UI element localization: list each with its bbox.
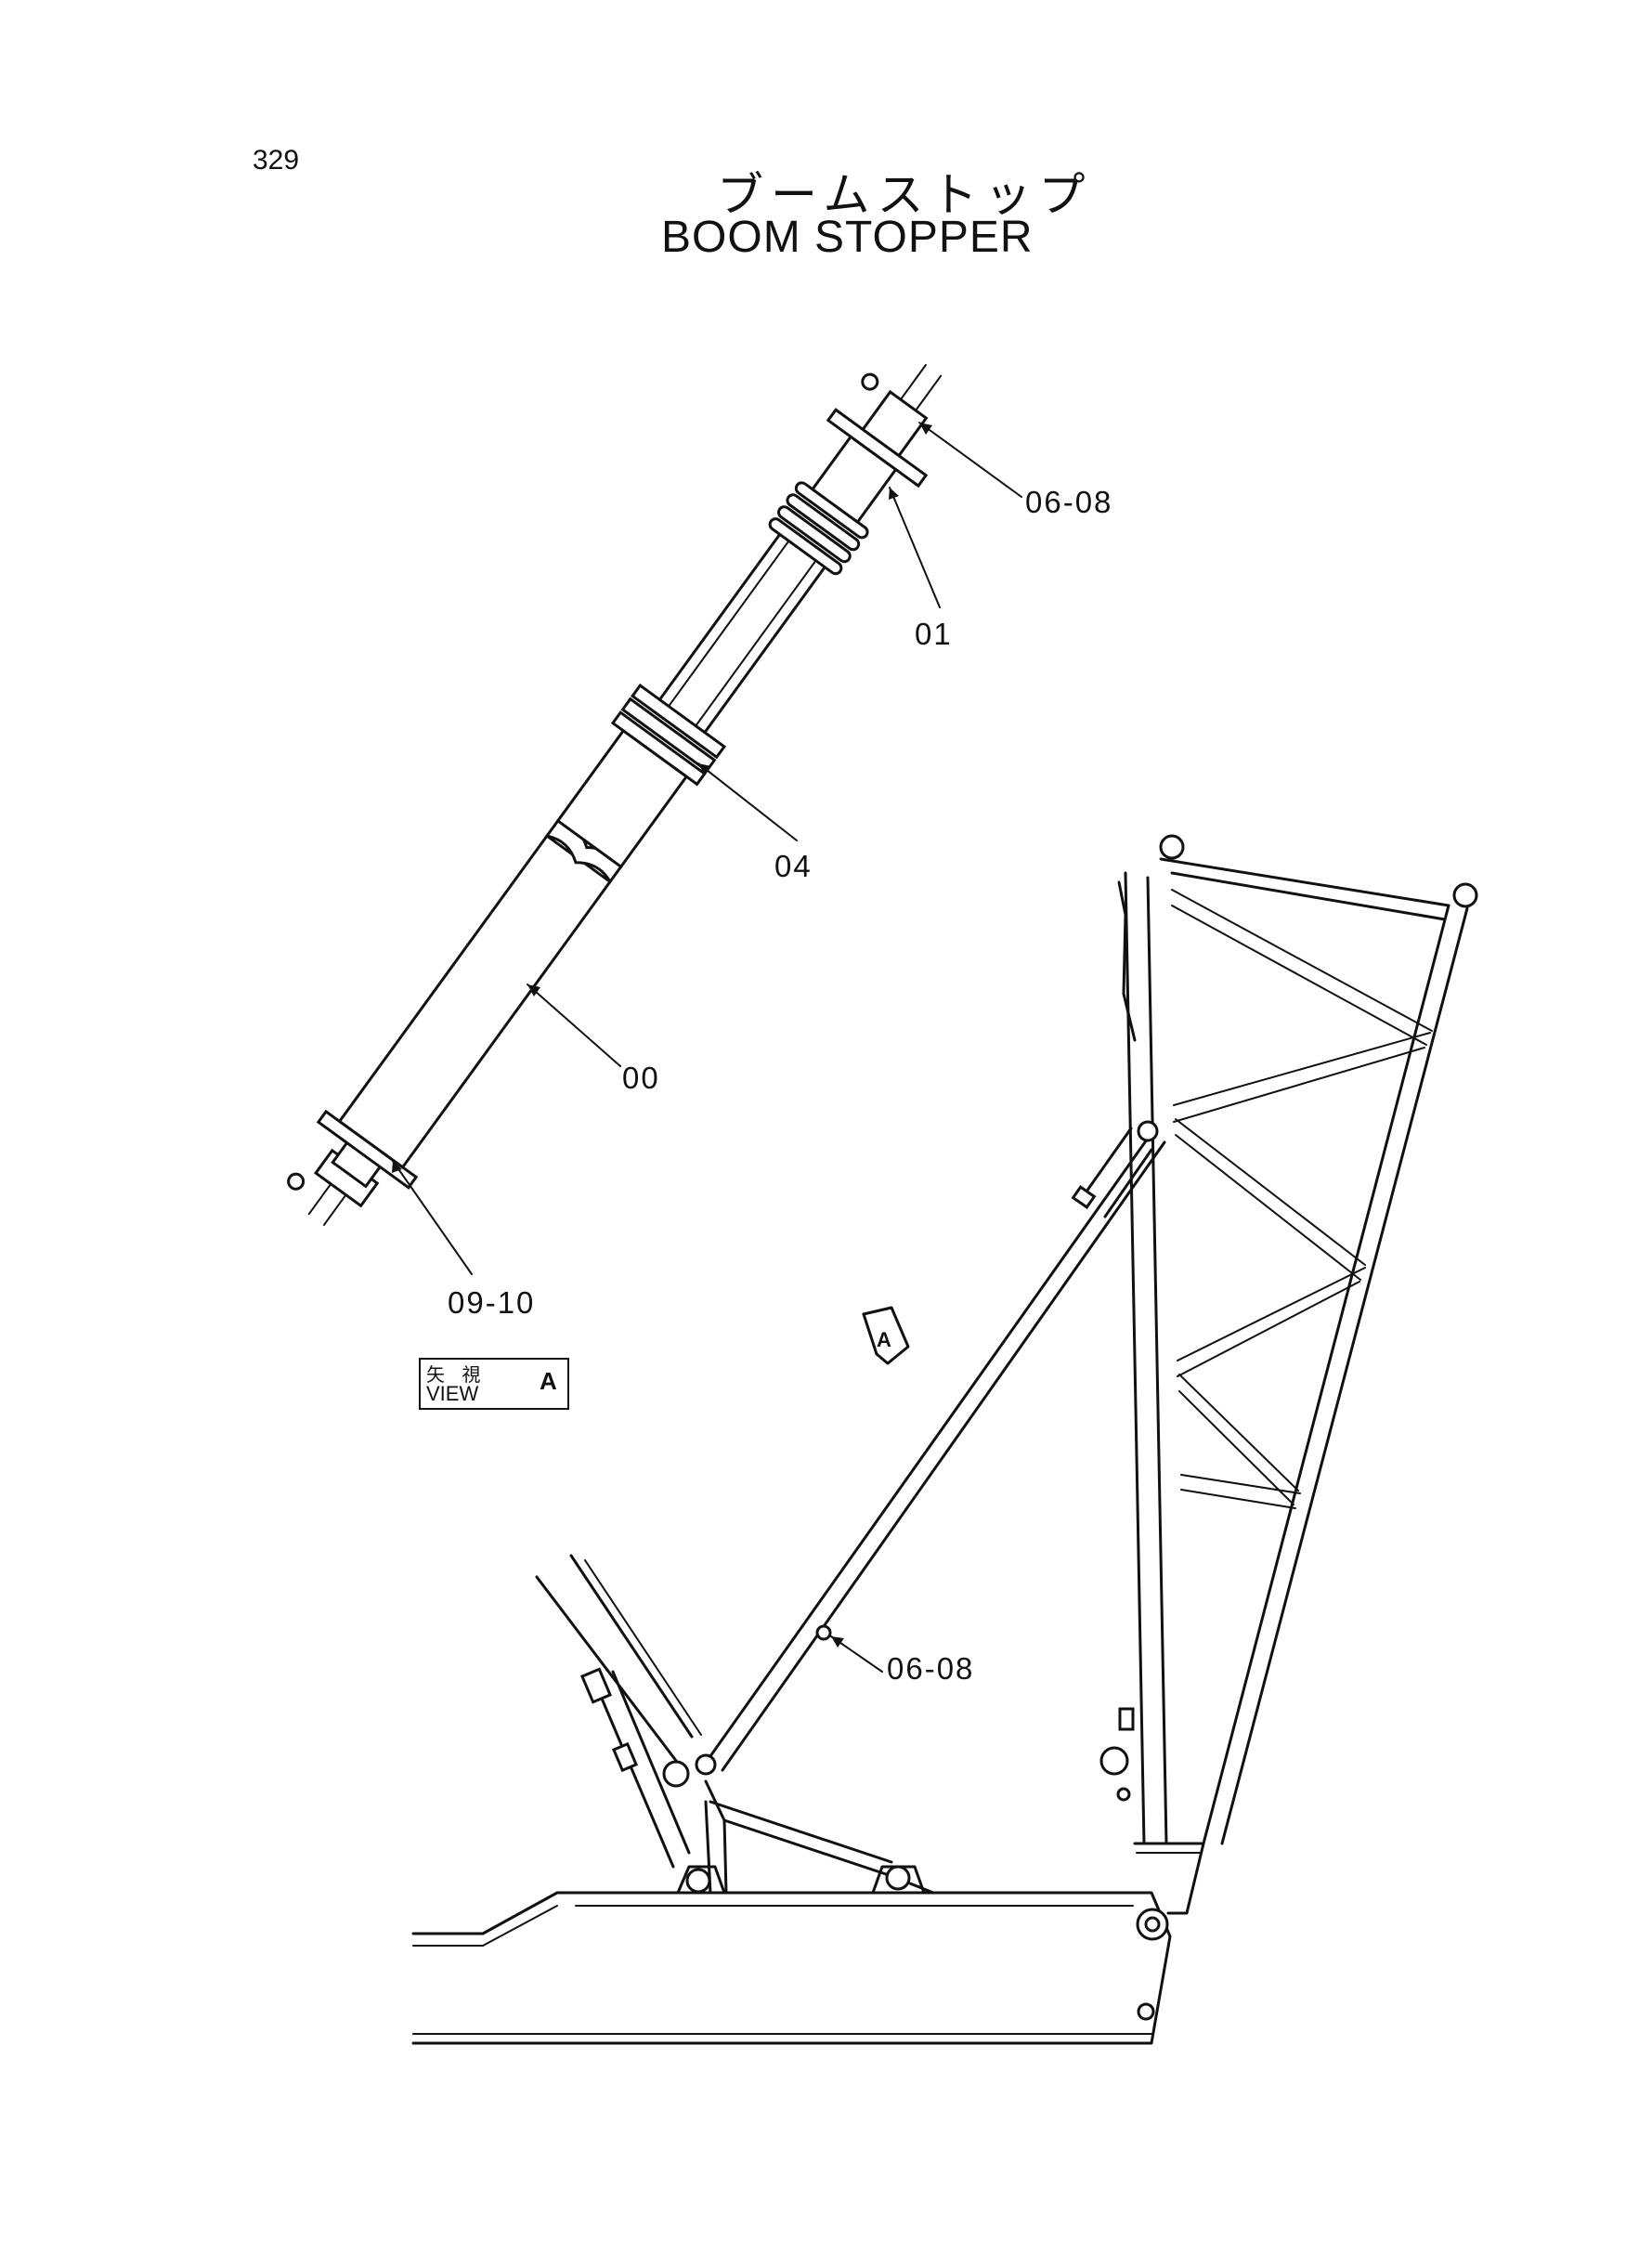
page-number: 329 <box>253 145 300 176</box>
spring-coil <box>768 517 843 576</box>
stopper-tube <box>337 833 613 1169</box>
view-label-english: VIEW <box>426 1382 479 1405</box>
lower-boom-left <box>535 1575 684 1771</box>
leader-06-08-top <box>918 422 1022 498</box>
gantry-bracket <box>704 1779 935 1895</box>
boom-head-pin <box>1159 834 1185 860</box>
view-a-label: 矢 視 VIEW A <box>419 1358 569 1410</box>
gantry-pin <box>885 1865 911 1891</box>
title-japanese: ブームストップ <box>717 168 1093 222</box>
lower-pin-head <box>287 1172 306 1191</box>
leader-04 <box>697 762 798 841</box>
crane-assembly-view <box>411 834 1478 2045</box>
callout-01: 01 <box>915 617 953 651</box>
lower-boom-pin <box>662 1760 690 1788</box>
strut-lower-pin <box>695 1753 717 1776</box>
cylinder-base-pin <box>685 1868 711 1894</box>
strut-upper-pin <box>1137 1120 1159 1142</box>
leader-00 <box>527 984 621 1067</box>
upper-clevis <box>861 389 929 458</box>
callout-09-10: 09-10 <box>448 1285 536 1320</box>
view-marker-letter: A <box>877 1328 891 1351</box>
callout-04: 04 <box>774 849 813 883</box>
view-direction-marker <box>862 1306 910 1365</box>
leader-01 <box>889 487 941 608</box>
callout-06-08-top: 06-08 <box>1025 485 1113 519</box>
boom-tip-pin <box>1452 882 1478 908</box>
hydraulic-cylinder <box>592 1679 675 1869</box>
view-label-letter: A <box>540 1367 557 1395</box>
title-english: BOOM STOPPER <box>661 213 1034 262</box>
boom-chord-rear <box>1124 871 1146 1845</box>
stopper-detail-view <box>287 363 1022 1275</box>
callout-06-08-lower: 06-08 <box>887 1651 975 1686</box>
boom-stopper-strut <box>704 1131 1153 1765</box>
leader-09-10 <box>392 1160 473 1275</box>
collar-plate <box>610 710 707 787</box>
boom-chord-front <box>1202 904 1450 1845</box>
lower-end-plate <box>316 1109 419 1190</box>
strut-fitting <box>815 1624 832 1641</box>
base-frame <box>411 1891 1172 2045</box>
callout-00: 00 <box>622 1061 660 1095</box>
view-label-japanese: 矢 視 <box>426 1363 487 1386</box>
